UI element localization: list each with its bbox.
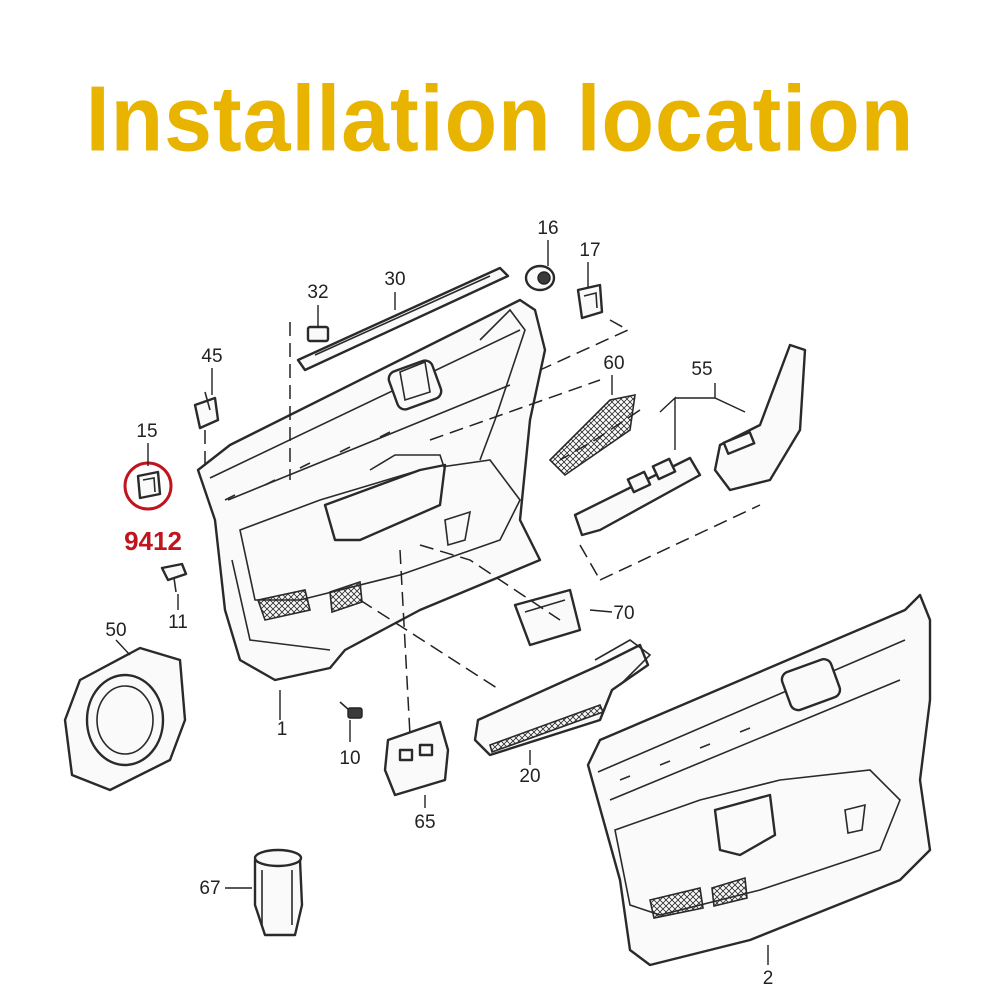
callout-10: 10 <box>339 748 360 769</box>
callout-32: 32 <box>307 282 328 303</box>
callout-65: 65 <box>414 812 435 833</box>
callout-45: 45 <box>201 346 222 367</box>
gear-knob-67 <box>253 848 304 937</box>
leader-lines <box>115 240 769 965</box>
speaker-bracket-50 <box>63 646 187 792</box>
bracket-17 <box>576 283 604 320</box>
screw-10 <box>339 701 363 719</box>
callout-17: 17 <box>579 240 600 261</box>
door-trim-panel-1 <box>196 298 547 682</box>
callout-30: 30 <box>384 269 405 290</box>
assembly-dashed-lines <box>204 319 761 736</box>
window-switch-panel-55 <box>573 343 807 537</box>
callout-55: 55 <box>691 359 712 380</box>
highlighted-clip-15 <box>123 461 173 511</box>
part-number-highlight: 9412 <box>124 526 182 556</box>
callout-2: 2 <box>763 968 774 989</box>
callout-15: 15 <box>136 421 157 442</box>
switch-module-65 <box>383 720 450 797</box>
callout-67: 67 <box>199 878 220 899</box>
callout-16: 16 <box>537 218 558 239</box>
page-title: Installation location <box>85 67 915 171</box>
callout-50: 50 <box>105 620 126 641</box>
callout-1: 1 <box>277 719 288 740</box>
callout-70: 70 <box>613 603 634 624</box>
bezel-70 <box>513 588 582 647</box>
callout-20: 20 <box>519 766 540 787</box>
callout-labels: 32 30 16 17 45 15 9412 11 50 1 10 65 20 … <box>105 218 773 989</box>
rivet-11 <box>160 562 188 593</box>
tweeter-cover-60 <box>548 393 636 477</box>
armrest-20 <box>473 639 652 757</box>
clip-45 <box>193 391 220 430</box>
door-trim-panel-2 <box>586 593 932 967</box>
clip-32 <box>306 325 330 343</box>
callout-60: 60 <box>603 353 624 374</box>
tweeter-16 <box>524 264 556 292</box>
trim-strip-30 <box>296 266 510 372</box>
callout-11: 11 <box>168 612 188 633</box>
